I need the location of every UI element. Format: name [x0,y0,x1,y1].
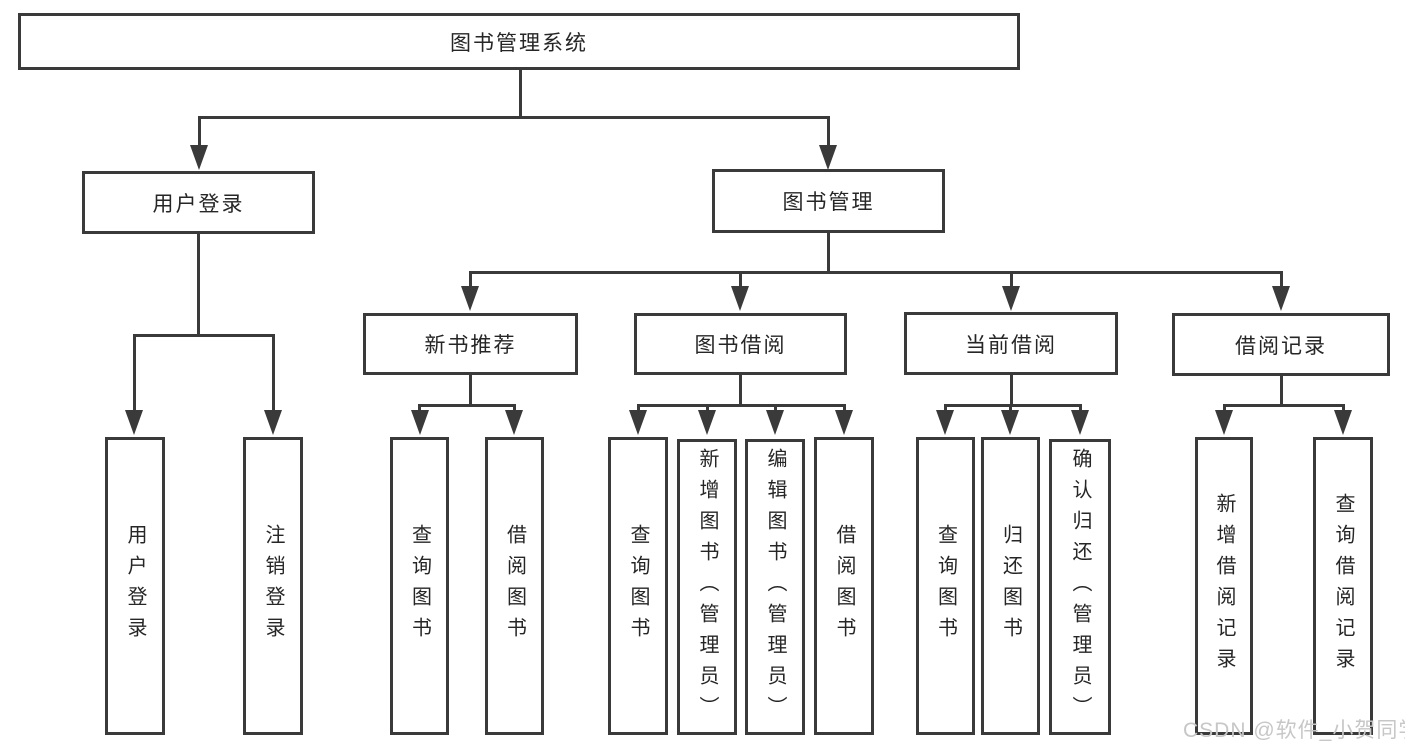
node-borrow-records: 借阅记录 [1172,313,1390,376]
arrow-down-icon [1071,410,1089,435]
edge-newbook-split [418,404,516,407]
leaf-add-book-admin: 新增图书（管理员） [677,439,737,735]
arrow-down-icon [819,145,837,170]
node-label: 当前借阅 [965,333,1057,357]
node-label: 图书借阅 [694,334,787,357]
edge-stem [1222,404,1226,413]
node-current-borrowing: 当前借阅 [904,312,1118,375]
node-label: 用户登录 [152,192,245,216]
csdn-watermark: CSDN @软件_小贺同学 [1183,719,1405,742]
leaf-borrowing-borrow-books: 借阅图书 [814,437,874,735]
edge-stem [1078,404,1082,413]
node-label: 图书管理 [782,191,875,214]
edge-stem [738,271,742,289]
arrow-down-icon [835,410,853,435]
edge-root-left-stem [197,116,201,147]
leaf-confirm-return-admin: 确认归还（管理员） [1049,439,1111,735]
leaf-label: 查询图书 [934,524,957,648]
node-user-login: 用户登录 [82,171,315,234]
arrow-down-icon [461,286,479,311]
node-book-borrowing: 图书借阅 [634,313,847,375]
node-new-book-recommend: 新书推荐 [363,313,578,375]
leaf-label: 用户登录 [124,524,146,648]
leaf-label: 查询图书 [627,524,649,648]
leaf-label: 注销登录 [262,524,284,648]
node-library-system: 图书管理系统 [18,13,1020,70]
leaf-borrowing-query-books: 查询图书 [608,437,668,735]
node-label: 图书管理系统 [450,31,588,55]
edge-stem [418,404,421,413]
arrow-down-icon [766,410,784,435]
arrow-down-icon [936,410,954,435]
edge-stem [773,404,777,413]
edge-stem [468,271,472,289]
leaf-logout-login: 注销登录 [243,437,303,735]
edge-userlogin-split [132,334,275,337]
leaf-label: 归还图书 [999,524,1022,648]
arrow-down-icon [1272,286,1290,311]
edge-borrowrecords-drop [1279,376,1283,406]
edge-bookborrow-drop [738,375,742,406]
leaf-newbook-query-books: 查询图书 [390,437,449,735]
edge-stem [842,404,846,413]
leaf-user-login: 用户登录 [105,437,165,735]
edge-stem [1008,404,1012,413]
arrow-down-icon [1334,410,1352,435]
arrow-down-icon [629,410,647,435]
arrow-down-icon [264,410,282,435]
edge-userlogin-right-stem [271,334,275,413]
leaf-label: 借阅图书 [503,524,526,648]
edge-bookmgmt-split [468,271,1282,274]
edge-root-right-stem [826,116,830,147]
arrow-down-icon [190,145,208,170]
leaf-query-borrow-record: 查询借阅记录 [1313,437,1373,735]
edge-stem [1341,404,1345,413]
leaf-edit-book-admin: 编辑图书（管理员） [745,439,805,735]
leaf-newbook-borrow-books: 借阅图书 [485,437,544,735]
arrow-down-icon [698,410,716,435]
edge-newbook-drop [469,375,472,406]
leaf-label: 借阅图书 [833,524,855,648]
arrow-down-icon [1001,410,1019,435]
edge-currentborrow-drop [1009,375,1013,406]
arrow-down-icon [505,410,523,435]
edge-stem [1279,271,1283,289]
edge-root-split [197,116,830,119]
leaf-label: 编辑图书（管理员） [764,447,786,727]
leaf-return-books: 归还图书 [981,437,1040,735]
edge-userlogin-drop [197,234,200,336]
edge-borrowrecords-split [1222,404,1345,407]
node-label: 新书推荐 [424,334,517,357]
edge-stem [705,404,709,413]
leaf-label: 确认归还（管理员） [1069,447,1091,727]
edge-stem [512,404,516,413]
edge-currentborrow-split [943,404,1082,407]
node-label: 借阅记录 [1235,334,1327,358]
leaf-label: 新增借阅记录 [1213,493,1235,679]
leaf-label: 查询借阅记录 [1332,493,1354,679]
leaf-add-borrow-record: 新增借阅记录 [1195,437,1253,735]
leaf-label: 查询图书 [408,524,431,648]
edge-bookborrow-split [636,404,846,407]
edge-stem [943,404,947,413]
arrow-down-icon [731,286,749,311]
edge-stem [636,404,640,413]
arrow-down-icon [125,410,143,435]
arrow-down-icon [1002,286,1020,311]
arrow-down-icon [410,410,429,435]
edge-bookmgmt-drop [827,233,830,273]
arrow-down-icon [1215,410,1233,435]
node-book-management: 图书管理 [712,169,945,233]
edge-stem [1009,271,1013,289]
edge-root-drop [518,69,522,118]
edge-userlogin-left-stem [132,334,136,413]
leaf-label: 新增图书（管理员） [696,447,718,727]
leaf-current-query-books: 查询图书 [916,437,975,735]
